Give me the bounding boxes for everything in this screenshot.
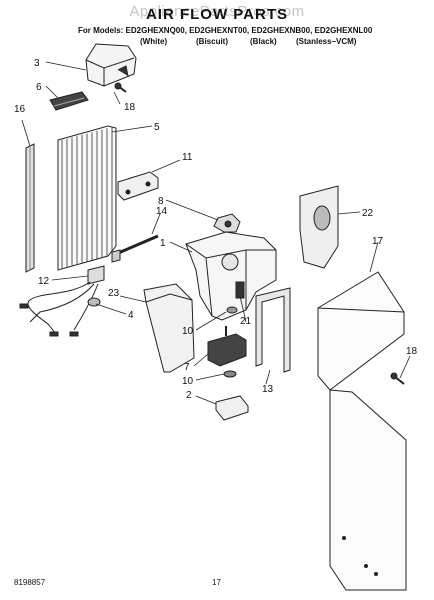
part-18-screw [114,82,127,93]
callout-labels: 3 6 18 16 5 11 8 22 14 1 17 12 23 4 21 1… [14,58,418,401]
part-14-heater-rod [111,234,159,263]
callout-17: 17 [372,236,384,247]
variant-stainless: (Stanless–VCM) [296,37,357,46]
part-6-grille [49,91,89,111]
callout-2: 2 [186,390,192,401]
page-title: AIR FLOW PARTS [145,6,289,23]
callout-6: 6 [36,82,42,93]
callout-16: 16 [14,104,26,115]
callout-8: 8 [158,196,164,207]
part-10-grommet-upper [226,306,238,314]
variant-white: (White) [140,37,168,46]
part-17-rear-panel [317,271,407,591]
callout-10-lower: 10 [182,376,194,387]
part-1-air-duct-housing [185,231,277,321]
callout-11: 11 [182,152,193,163]
variant-black: (Black) [250,37,277,46]
variant-biscuit: (Biscuit) [196,37,228,46]
part-23-side-baffle [143,283,195,373]
part-13-channel [255,287,291,373]
leader-lines [21,61,411,405]
part-11-bracket [117,171,159,201]
part-7-fan-motor [207,326,247,367]
callout-18-lower: 18 [406,346,418,357]
callout-14: 14 [156,206,168,217]
callout-22: 22 [362,208,374,219]
watermark: AppliancePartsPros.com [129,3,305,20]
callout-4: 4 [128,310,134,321]
part-3-duct-cover [85,43,137,87]
part-number: 8198857 [14,578,46,587]
callout-13: 13 [262,384,274,395]
callout-5: 5 [154,122,160,133]
callout-18-top: 18 [124,102,136,113]
callout-12: 12 [38,276,50,287]
part-21-spacer [235,281,245,299]
callout-1: 1 [160,238,166,249]
callout-7: 7 [184,362,190,373]
models-line: For Models: ED2GHEXNQ00, ED2GHEXNT00, ED… [78,26,373,35]
part-8-fan-blade [213,213,241,233]
callout-23: 23 [108,288,120,299]
page-number: 17 [212,578,221,587]
part-12-wire-harness [19,265,105,337]
part-22-insulation [299,185,339,269]
callout-21: 21 [240,316,252,327]
callout-10-upper: 10 [182,326,194,337]
part-2-motor-bracket [215,395,249,421]
part-16-gasket-bar [25,143,35,273]
part-5-evaporator [57,125,117,271]
callout-3: 3 [34,58,40,69]
part-10-grommet-lower [223,370,237,378]
part-18-screw-lower [390,372,405,385]
